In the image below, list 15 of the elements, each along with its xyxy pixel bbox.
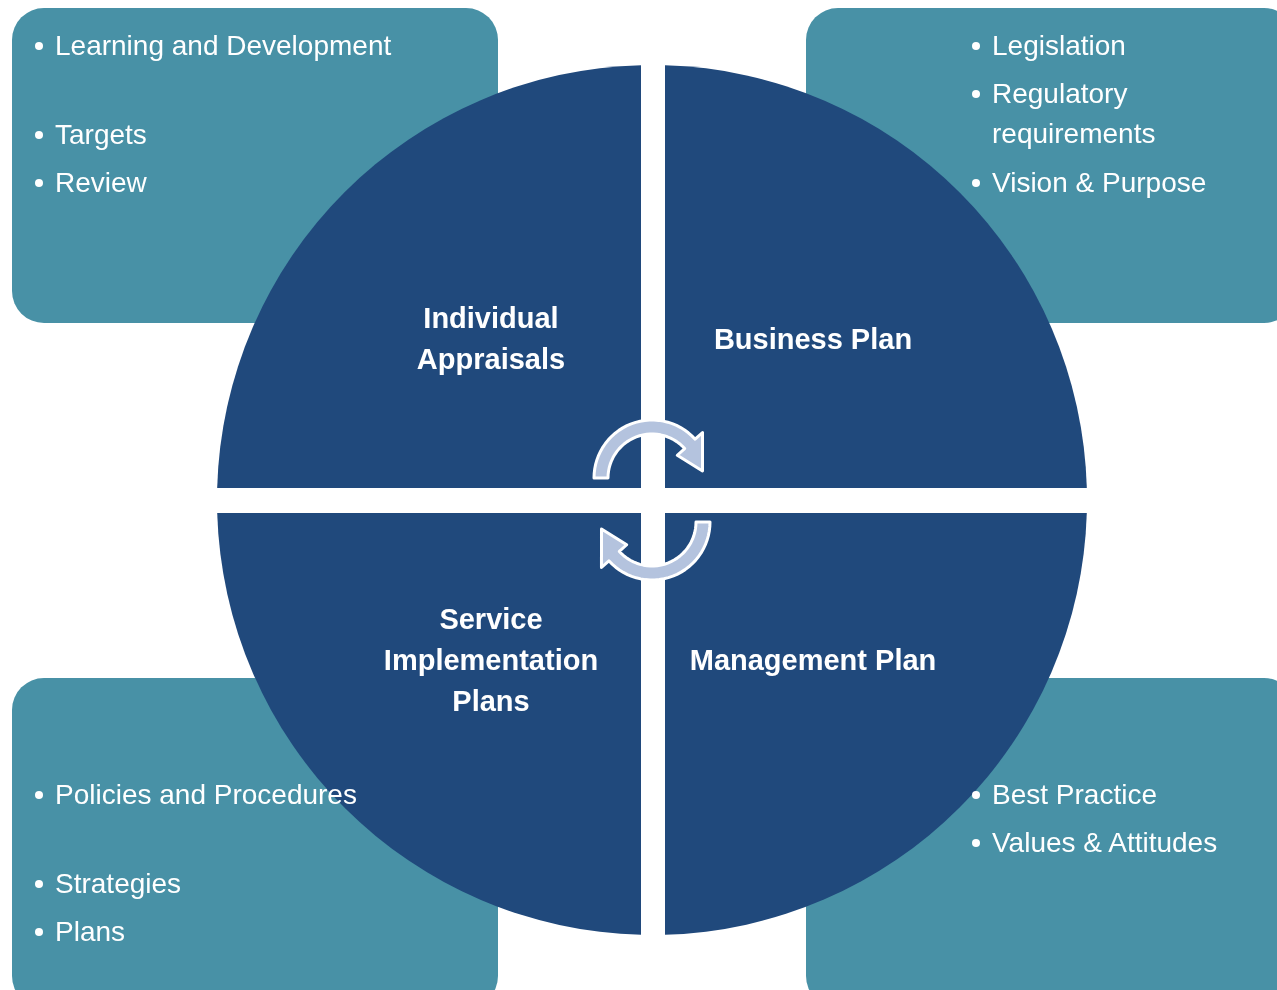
list-item: Values & Attitudes — [992, 826, 1218, 860]
segment-title: Service Implementation Plans — [382, 601, 600, 719]
list-item: Legislation — [992, 29, 1126, 63]
list-item: Regulatory requirements — [992, 77, 1157, 151]
segment-title: Business Plan — [712, 321, 914, 357]
list-item: Strategies — [55, 867, 182, 901]
segment-title: Management Plan — [688, 642, 938, 678]
list-item: Policies and Procedures — [55, 778, 357, 812]
list-item: Review — [55, 166, 147, 200]
list-item: Best Practice — [992, 778, 1157, 812]
list-item: Learning and Development — [55, 29, 392, 63]
list-item: Targets — [55, 118, 147, 152]
segment-title: Individual Appraisals — [415, 301, 567, 377]
list-item: Plans — [55, 915, 126, 949]
list-item: Vision & Purpose — [992, 166, 1207, 200]
